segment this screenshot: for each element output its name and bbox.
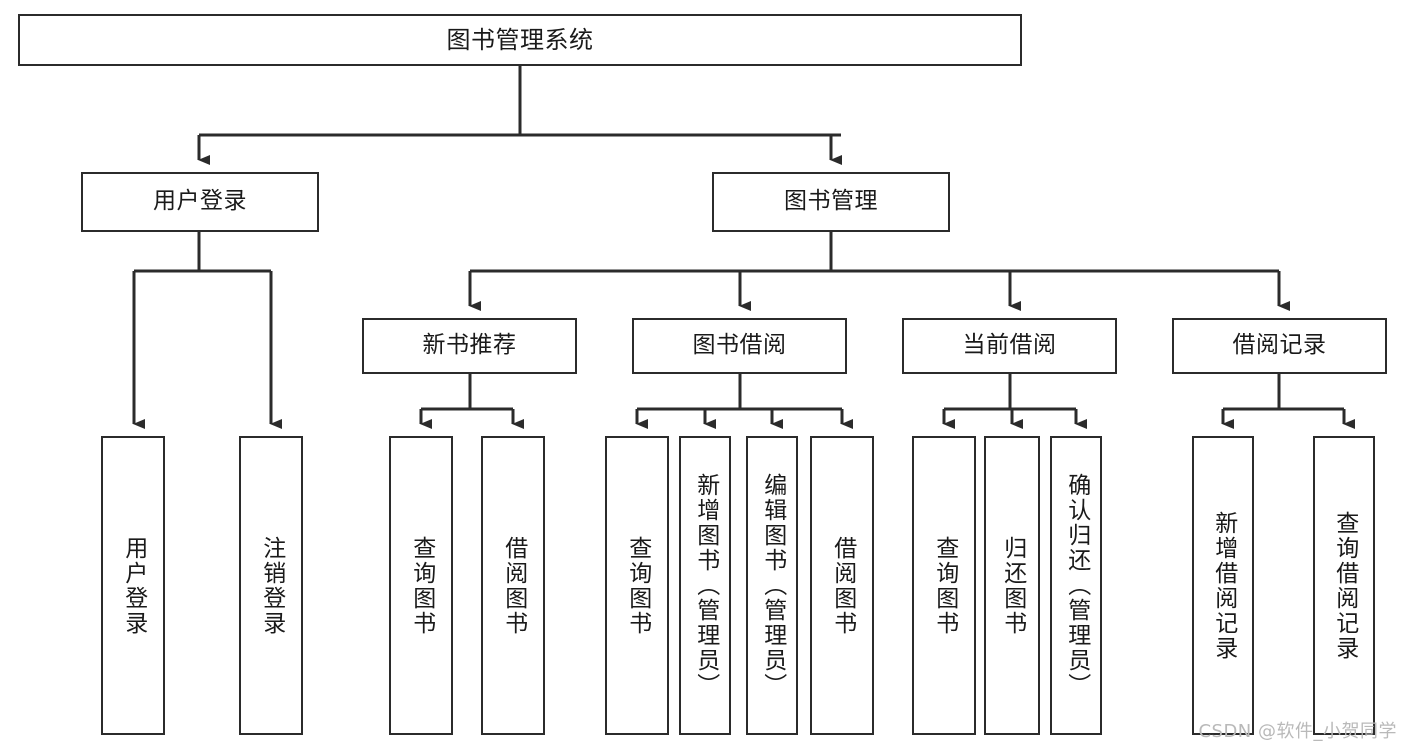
node-book-manage[interactable]: 图书管理	[712, 172, 950, 232]
node-current-borrow[interactable]: 当前借阅	[902, 318, 1117, 374]
node-leaf-add-book[interactable]: 新增图书（管理员）	[679, 436, 731, 735]
node-leaf-add-record[interactable]: 新增借阅记录	[1192, 436, 1254, 735]
node-leaf-user-login[interactable]: 用户登录	[101, 436, 165, 735]
node-leaf-borrow-book-b[interactable]: 借阅图书	[810, 436, 874, 735]
node-leaf-logout-label: 注销登录	[258, 535, 285, 636]
node-book-manage-label: 图书管理	[784, 188, 878, 215]
node-leaf-add-book-label: 新增图书（管理员）	[692, 473, 719, 698]
node-leaf-query-book-a-label: 查询图书	[408, 535, 435, 636]
node-leaf-query-record-label: 查询借阅记录	[1331, 510, 1358, 661]
node-user-login[interactable]: 用户登录	[81, 172, 319, 232]
node-leaf-query-book-c[interactable]: 查询图书	[912, 436, 976, 735]
node-leaf-add-record-label: 新增借阅记录	[1210, 510, 1237, 661]
node-new-book-recommend-label: 新书推荐	[422, 332, 517, 359]
node-leaf-query-book-b-label: 查询图书	[624, 535, 651, 636]
node-root[interactable]: 图书管理系统	[18, 14, 1022, 66]
node-leaf-query-book-b[interactable]: 查询图书	[605, 436, 669, 735]
node-new-book-recommend[interactable]: 新书推荐	[362, 318, 577, 374]
node-user-login-label: 用户登录	[153, 188, 247, 215]
node-leaf-return-book[interactable]: 归还图书	[984, 436, 1040, 735]
node-leaf-confirm-return-label: 确认归还（管理员）	[1063, 473, 1090, 698]
watermark-text: CSDN @软件_小贺同学	[1198, 721, 1397, 742]
node-leaf-confirm-return[interactable]: 确认归还（管理员）	[1050, 436, 1102, 735]
node-leaf-logout[interactable]: 注销登录	[239, 436, 303, 735]
node-book-borrow-label: 图书借阅	[692, 332, 787, 359]
node-root-label: 图书管理系统	[446, 25, 594, 54]
node-leaf-return-book-label: 归还图书	[999, 535, 1026, 636]
node-leaf-borrow-book-b-label: 借阅图书	[829, 535, 856, 636]
node-leaf-borrow-book-a-label: 借阅图书	[500, 535, 527, 636]
node-current-borrow-label: 当前借阅	[962, 332, 1057, 359]
node-leaf-borrow-book-a[interactable]: 借阅图书	[481, 436, 545, 735]
node-leaf-query-record[interactable]: 查询借阅记录	[1313, 436, 1375, 735]
node-borrow-record-label: 借阅记录	[1232, 332, 1327, 359]
node-leaf-query-book-c-label: 查询图书	[931, 535, 958, 636]
node-book-borrow[interactable]: 图书借阅	[632, 318, 847, 374]
node-leaf-edit-book[interactable]: 编辑图书（管理员）	[746, 436, 798, 735]
node-leaf-user-login-label: 用户登录	[120, 535, 147, 636]
node-leaf-edit-book-label: 编辑图书（管理员）	[759, 473, 786, 698]
node-leaf-query-book-a[interactable]: 查询图书	[389, 436, 453, 735]
node-borrow-record[interactable]: 借阅记录	[1172, 318, 1387, 374]
